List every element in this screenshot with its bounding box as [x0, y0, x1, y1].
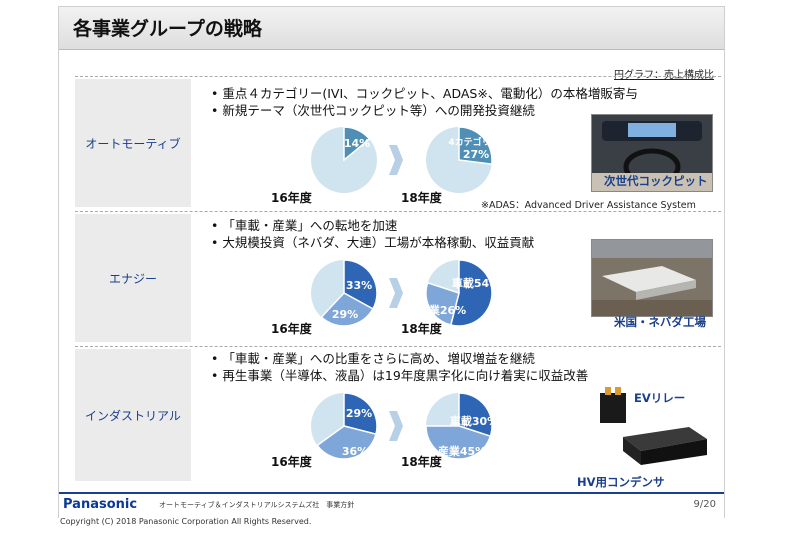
slide: 各事業グループの戦略 円グラフ：売上構成比 オートモーティブ • 重点４カテゴリ…: [58, 6, 725, 519]
photo-caption-cockpit: 次世代コックピット: [604, 174, 708, 188]
pie-slice: [425, 425, 492, 460]
fy16-label: 16年度: [271, 191, 312, 205]
arrow-icon: [389, 278, 403, 308]
photo-caption-hv-capacitor: HV用コンデンサ: [577, 475, 665, 489]
bullet-list-industrial: • 「車載・産業」への比重をさらに高め、増収増益を継続 • 再生事業（半導体、液…: [211, 350, 588, 384]
bullet-list-energy: • 「車載・産業」への転地を加速 • 大規模投資（ネバダ、大連）工場が本格稼動、…: [211, 217, 534, 251]
segment-label-automotive: オートモーティブ: [75, 79, 191, 207]
photo-caption-nevada: 米国・ネバダ工場: [614, 315, 706, 329]
photo-caption-ev-relay: EVリレー: [634, 391, 686, 405]
title-bar: 各事業グループの戦略: [59, 7, 724, 50]
pie-chart-automotive-fy16: 14%: [311, 126, 377, 193]
legend-note: 円グラフ：売上構成比: [614, 70, 714, 81]
pie-label: 29%: [332, 308, 358, 321]
pie-slice: [316, 425, 377, 460]
segment-label-energy: エナジー: [75, 214, 191, 342]
fy18-label: 18年度: [401, 322, 442, 336]
bullet-item: • 「車載・産業」への転地を加速: [211, 218, 398, 233]
pie-label: 29%: [346, 407, 372, 420]
footnote-adas: ※ADAS：Advanced Driver Assistance System: [481, 200, 696, 211]
pie-slice: [425, 281, 460, 326]
pie-slice: [343, 126, 371, 162]
page-number: 9/20: [693, 499, 716, 510]
pie-label: 36%: [342, 445, 368, 458]
pie-label: 27%: [463, 148, 489, 161]
bullet-item: • 重点４カテゴリー(IVI、コックピット、ADAS※、電動化）の本格増販寄与: [211, 86, 638, 101]
cockpit-photo: [591, 114, 713, 192]
pie-chart-industrial-fy16: 29% 36%: [311, 392, 378, 460]
arrow-icon: [389, 411, 403, 441]
bullet-list-automotive: • 重点４カテゴリー(IVI、コックピット、ADAS※、電動化）の本格増販寄与 …: [211, 85, 638, 119]
footer-text: オートモーティブ＆インダストリアルシステムズ社 事業方針: [159, 501, 355, 509]
divider: [75, 76, 721, 77]
panasonic-logo: Panasonic: [63, 497, 138, 512]
pie-slice: [449, 259, 493, 327]
pie-label: 14%: [344, 137, 370, 150]
fy18-label: 18年度: [401, 191, 442, 205]
pie-slice: [343, 259, 378, 310]
pie-slice: [343, 392, 378, 436]
bullet-item: • 大規模投資（ネバダ、大連）工場が本格稼動、収益貢献: [211, 235, 535, 250]
pie-slice: [458, 392, 493, 438]
pie-label: 産業45%: [438, 444, 486, 458]
page-title: 各事業グループの戦略: [73, 18, 262, 40]
divider: [75, 211, 721, 212]
pie-label: 車載54%: [452, 276, 494, 290]
ev-relay-image: [600, 387, 626, 423]
pie-label: 車載30%: [450, 414, 494, 428]
pie-label: 4カテゴリー: [448, 136, 494, 148]
bullet-item: • 新規テーマ（次世代コックピット等）への開発投資継続: [211, 103, 535, 118]
fy16-label: 16年度: [271, 455, 312, 469]
pie-chart-energy-fy18: 車載54% 産業26%: [424, 259, 494, 327]
nevada-factory-photo: [591, 239, 713, 317]
hv-capacitor-image: [623, 427, 707, 465]
fy18-label: 18年度: [401, 455, 442, 469]
copyright: Copyright (C) 2018 Panasonic Corporation…: [60, 517, 312, 526]
pie-chart-industrial-fy18: 車載30% 産業45%: [425, 392, 494, 460]
footer-bar: Panasonic オートモーティブ＆インダストリアルシステムズ社 事業方針 9…: [59, 492, 724, 519]
pie-chart-automotive-fy18: 4カテゴリー27%: [426, 126, 494, 193]
pie-slice: [320, 292, 374, 327]
pie-label: 産業26%: [424, 303, 466, 317]
arrow-icon: [389, 145, 403, 175]
bullet-item: • 「車載・産業」への比重をさらに高め、増収増益を継続: [211, 351, 535, 366]
segment-label-industrial: インダストリアル: [75, 349, 191, 481]
pie-chart-energy-fy16: 33% 29%: [311, 259, 378, 327]
fy16-label: 16年度: [271, 322, 312, 336]
pie-slice: [458, 126, 493, 165]
divider: [75, 346, 721, 347]
pie-label: 33%: [346, 279, 372, 292]
bullet-item: • 再生事業（半導体、液晶）は19年度黒字化に向け着実に収益改善: [211, 368, 589, 383]
